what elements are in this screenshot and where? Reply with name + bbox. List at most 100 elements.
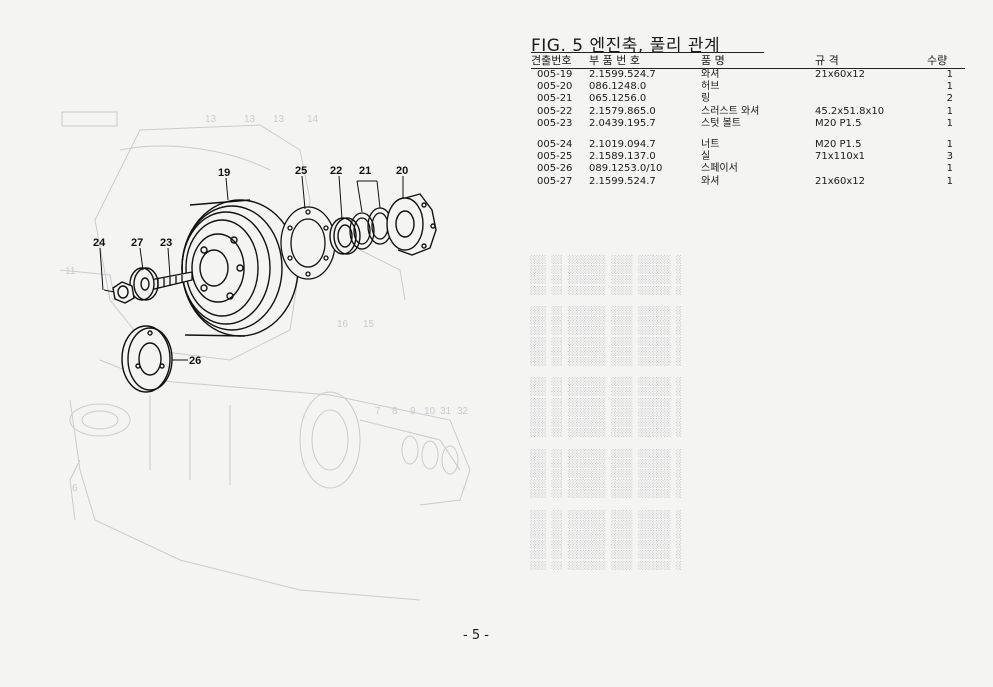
bleed-through-line: ░░░ ░░ ░░░░░░░ ░░░░ ░░░░░░ ░ — [530, 530, 682, 541]
header-part-no: 부 품 번 호 — [589, 55, 701, 69]
header-spec: 규 격 — [815, 55, 927, 69]
bleed-through-line: ░░░ ░░ ░░░░░░░ ░░░░ ░░░░░░ ░ — [530, 509, 682, 520]
table-row: 005-20 086.1248.0 허브 1 — [531, 81, 965, 93]
bleed-through-line: ░░░ ░░ ░░░░░░░ ░░░░ ░░░░░░ ░ — [530, 397, 682, 408]
cell-qty: 2 — [946, 93, 953, 105]
bleed-through-line: ░░░ ░░ ░░░░░░░ ░░░░ ░░░░░░ ░ — [530, 255, 682, 265]
pulley-part-19 — [181, 199, 299, 337]
cell-qty: 1 — [946, 175, 953, 187]
cell-spec — [815, 93, 927, 105]
bleed-through-line: ░░░ ░░ ░░░░░░░ ░░░░ ░░░░░░ ░ — [530, 540, 682, 551]
cell-spec — [815, 81, 927, 93]
svg-text:13: 13 — [205, 114, 217, 125]
cell-qty: 1 — [946, 117, 953, 129]
bleed-through-line: ░░░ ░░ ░░░░░░░ ░░░░ ░░░░░░ ░ — [530, 418, 682, 428]
hub-part-20 — [386, 193, 437, 256]
cell-spec: 21x60x12 — [815, 69, 866, 81]
cell-name: 스페이서 — [701, 163, 738, 175]
cell-qty: 1 — [946, 81, 953, 93]
figure-title: FIG. 5 엔진축, 풀리 관계 — [531, 36, 721, 56]
header-name: 품 명 — [701, 55, 815, 69]
cell-part-no: 086.1248.0 — [589, 81, 647, 93]
seal-part-25 — [280, 206, 336, 280]
svg-text:13: 13 — [273, 114, 285, 125]
cell-qty: 3 — [946, 151, 953, 163]
bleed-through-line: ░░░ ░░ ░░░░░░░ ░░░░ ░░░░░░ ░ — [530, 275, 682, 286]
callout-19: 19 — [218, 167, 230, 179]
cell-spec: 71x110x1 — [815, 151, 866, 163]
svg-text:13: 13 — [244, 114, 256, 125]
table-row: 005-27 2.1599.524.7 와셔 21x60x12 1 — [531, 176, 965, 188]
bleed-through-line: ░░░ ░░ ░░░░░░░ ░░░░ ░░░░░░ ░ — [530, 468, 682, 479]
bleed-through-line: ░░░ ░░ ░░░░░░░ ░░░░ ░░░░░░ ░ — [530, 458, 682, 469]
svg-text:8: 8 — [392, 406, 398, 417]
cell-qty: 1 — [946, 139, 953, 151]
cell-part-no: 2.1019.094.7 — [589, 139, 656, 151]
callout-27: 27 — [131, 237, 143, 249]
header-code: 견출번호 — [531, 55, 589, 69]
bleed-through-line: ░░░ ░░ ░░░░░░░ ░░░░ ░░░░░░ ░ — [530, 346, 682, 357]
callout-labels: 19 25 22 21 20 24 27 23 26 — [93, 165, 408, 367]
bleed-through-line: ░░░ ░░ ░░░░░░░ ░░░░ ░░░░░░ ░ — [530, 428, 682, 439]
bleed-through-line: ░░░ ░░ ░░░░░░░ ░░░░ ░░░░░░ ░ — [530, 326, 682, 337]
svg-text:31: 31 — [440, 406, 452, 417]
cell-spec: M20 P1.5 — [815, 117, 862, 129]
cell-spec: 21x60x12 — [815, 175, 866, 187]
bleed-through-line: ░░░ ░░ ░░░░░░░ ░░░░ ░░░░░░ ░ — [530, 479, 682, 490]
washer-part-27 — [129, 267, 159, 301]
cell-qty: 1 — [946, 163, 953, 175]
cell-code: 005-20 — [537, 81, 573, 93]
bleed-through-line: ░░░ ░░ ░░░░░░░ ░░░░ ░░░░░░ ░ — [530, 356, 682, 367]
cell-code: 005-27 — [537, 175, 573, 187]
cell-name: 허브 — [701, 81, 720, 93]
cell-name: 와셔 — [701, 175, 720, 187]
cell-part-no: 2.0439.195.7 — [589, 117, 656, 129]
bleed-through-line: ░░░ ░░ ░░░░░░░ ░░░░ ░░░░░░ ░ — [530, 336, 682, 347]
bleed-through-line: ░░░ ░░ ░░░░░░░ ░░░░ ░░░░░░ ░ — [530, 560, 682, 571]
bleed-through-line: ░░░ ░░ ░░░░░░░ ░░░░ ░░░░░░ ░ — [530, 387, 682, 398]
callout-25: 25 — [295, 165, 307, 177]
svg-text:14: 14 — [307, 114, 319, 125]
callout-26: 26 — [189, 355, 201, 367]
callout-23: 23 — [160, 237, 172, 249]
svg-text:6: 6 — [72, 483, 78, 494]
cell-name: 스러스트 와셔 — [701, 105, 760, 117]
callout-24: 24 — [93, 237, 106, 249]
cell-code: 005-21 — [537, 93, 573, 105]
cell-code: 005-23 — [537, 117, 573, 129]
svg-text:11: 11 — [65, 266, 76, 277]
cell-code: 005-19 — [537, 69, 573, 81]
thrust-washer-part-22 — [329, 217, 361, 255]
cell-part-no: 2.1599.524.7 — [589, 175, 656, 187]
cell-code: 005-22 — [537, 105, 573, 117]
bleed-through-line: ░░░ ░░ ░░░░░░░ ░░░░ ░░░░░░ ░ — [530, 550, 682, 561]
bleed-through-line: ░░░ ░░ ░░░░░░░ ░░░░ ░░░░░░ ░ — [530, 519, 682, 530]
nut-part-24 — [112, 281, 135, 304]
cell-code: 005-25 — [537, 151, 573, 163]
svg-text:32: 32 — [457, 406, 469, 417]
header-qty: 수량 — [927, 55, 965, 69]
spacer-part-26 — [121, 325, 173, 393]
background-callouts: 13 13 13 14 11 16 15 7 8 9 10 31 32 6 — [65, 114, 469, 494]
svg-text:7: 7 — [375, 406, 381, 417]
bleed-through-line: ░░░ ░░ ░░░░░░░ ░░░░ ░░░░░░ ░ — [530, 448, 682, 459]
cell-code: 005-26 — [537, 163, 573, 175]
svg-text:10: 10 — [424, 406, 436, 417]
table-header-row: 견출번호 부 품 번 호 품 명 규 격 수량 — [531, 55, 965, 69]
cell-part-no: 2.1579.865.0 — [589, 105, 656, 117]
cell-part-no: 065.1256.0 — [589, 93, 647, 105]
cell-qty: 1 — [946, 105, 953, 117]
svg-text:16: 16 — [337, 319, 349, 330]
gap-cell — [531, 130, 965, 139]
callout-21: 21 — [359, 165, 371, 177]
callout-22: 22 — [330, 165, 342, 177]
page-number: - 5 - — [463, 628, 489, 643]
bleed-through-line: ░░░ ░░ ░░░░░░░ ░░░░ ░░░░░░ ░ — [530, 489, 682, 500]
